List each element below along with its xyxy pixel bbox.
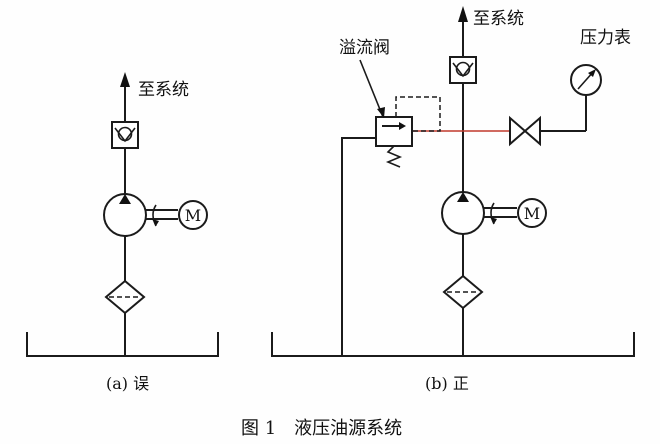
pump-icon xyxy=(103,193,147,237)
to-system-label-b: 至系统 xyxy=(473,9,524,29)
svg-text:M: M xyxy=(524,204,540,223)
arrow-up-icon-b xyxy=(458,6,468,22)
relief-valve-leader xyxy=(359,59,384,118)
svg-text:M: M xyxy=(185,206,201,225)
pressure-gauge-icon xyxy=(570,64,602,96)
motor-icon: M xyxy=(178,200,208,230)
diagram-a: 至系统 M (a) 误 xyxy=(26,72,219,393)
caption-b: (b) 正 xyxy=(425,374,469,393)
figure-caption: 图 1 液压油源系统 xyxy=(241,418,402,439)
caption-a: (a) 误 xyxy=(106,374,149,393)
motor-coupling-icon xyxy=(146,204,178,227)
relief-valve-label: 溢流阀 xyxy=(339,38,390,58)
motor-coupling-icon-b xyxy=(484,202,517,225)
relief-return-line xyxy=(341,137,376,356)
arrow-up-icon xyxy=(120,72,130,87)
diagram-b: 至系统 溢流阀 xyxy=(271,6,635,393)
pressure-gauge-label: 压力表 xyxy=(580,28,631,48)
tank-b xyxy=(271,332,635,357)
pump-icon-b xyxy=(441,191,485,235)
needle-valve-icon xyxy=(509,115,541,147)
filter-icon-b xyxy=(442,274,484,310)
filter-icon xyxy=(104,279,146,315)
relief-valve-icon xyxy=(375,96,441,168)
check-valve-icon xyxy=(111,121,139,149)
motor-icon-b: M xyxy=(517,198,547,228)
check-valve-icon-b xyxy=(449,56,477,84)
tank-a xyxy=(26,332,219,357)
to-system-label-a: 至系统 xyxy=(138,80,189,100)
